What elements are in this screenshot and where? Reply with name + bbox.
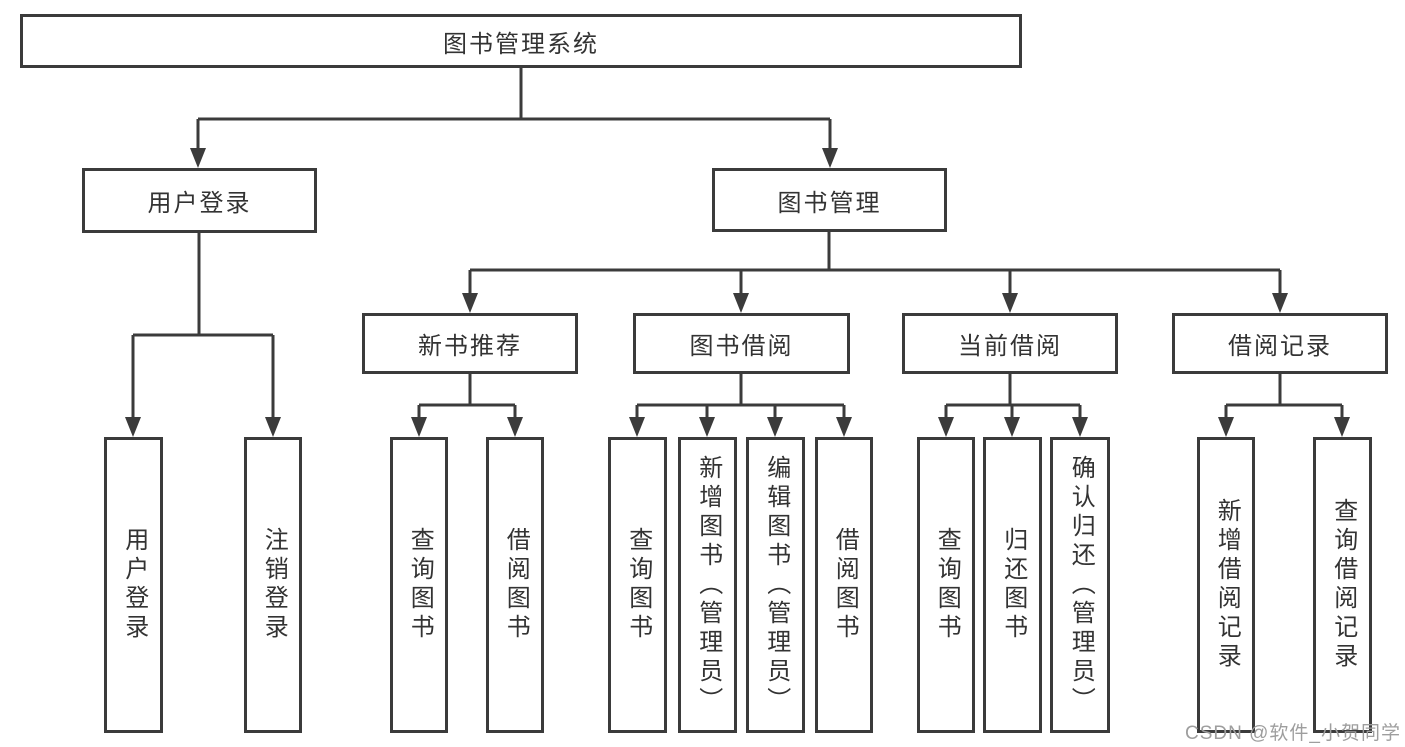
node-leaf-query-books-1: 查询图书	[390, 437, 448, 733]
node-label: 图书管理	[777, 189, 882, 217]
node-label: 新增图书（管理员）	[694, 454, 722, 716]
node-label: 查询借阅记录	[1329, 498, 1357, 672]
node-leaf-add-borrow-record: 新增借阅记录	[1197, 437, 1255, 733]
node-book-management: 图书管理	[712, 168, 947, 232]
node-library-system: 图书管理系统	[20, 14, 1022, 68]
node-label: 图书管理系统	[443, 30, 599, 58]
node-leaf-query-books-2: 查询图书	[608, 437, 667, 733]
node-label: 查询图书	[624, 527, 652, 643]
node-leaf-user-login: 用户登录	[104, 437, 163, 733]
node-label: 确认归还（管理员）	[1067, 454, 1095, 716]
node-book-borrowing: 图书借阅	[633, 313, 850, 374]
node-leaf-borrow-books-2: 借阅图书	[815, 437, 873, 733]
node-label: 查询图书	[406, 527, 434, 643]
node-label: 新增借阅记录	[1213, 498, 1241, 672]
node-label: 注销登录	[260, 527, 288, 643]
node-label: 查询图书	[933, 527, 961, 643]
node-new-book-recommend: 新书推荐	[362, 313, 578, 374]
node-label: 借阅图书	[831, 527, 859, 643]
node-user-login: 用户登录	[82, 168, 317, 233]
node-leaf-query-books-3: 查询图书	[917, 437, 975, 733]
node-label: 用户登录	[147, 190, 252, 217]
node-leaf-return-book: 归还图书	[983, 437, 1042, 733]
node-label: 借阅图书	[502, 527, 530, 643]
csdn-watermark: CSDN @软件_小贺同学	[1185, 723, 1401, 744]
node-leaf-logout: 注销登录	[244, 437, 302, 733]
node-label: 图书借阅	[689, 333, 794, 360]
node-label: 归还图书	[999, 527, 1027, 643]
node-leaf-edit-book-admin: 编辑图书（管理员）	[746, 437, 805, 733]
node-current-borrowing: 当前借阅	[902, 313, 1118, 374]
node-leaf-borrow-books-1: 借阅图书	[486, 437, 544, 733]
node-label: 借阅记录	[1228, 333, 1332, 360]
node-label: 用户登录	[120, 527, 148, 643]
node-label: 编辑图书（管理员）	[762, 454, 790, 716]
node-leaf-query-borrow-record: 查询借阅记录	[1313, 437, 1372, 733]
node-leaf-confirm-return-admin: 确认归还（管理员）	[1050, 437, 1110, 733]
node-leaf-add-book-admin: 新增图书（管理员）	[678, 437, 737, 733]
node-label: 新书推荐	[418, 333, 522, 360]
node-borrowing-records: 借阅记录	[1172, 313, 1388, 374]
node-label: 当前借阅	[958, 333, 1062, 360]
